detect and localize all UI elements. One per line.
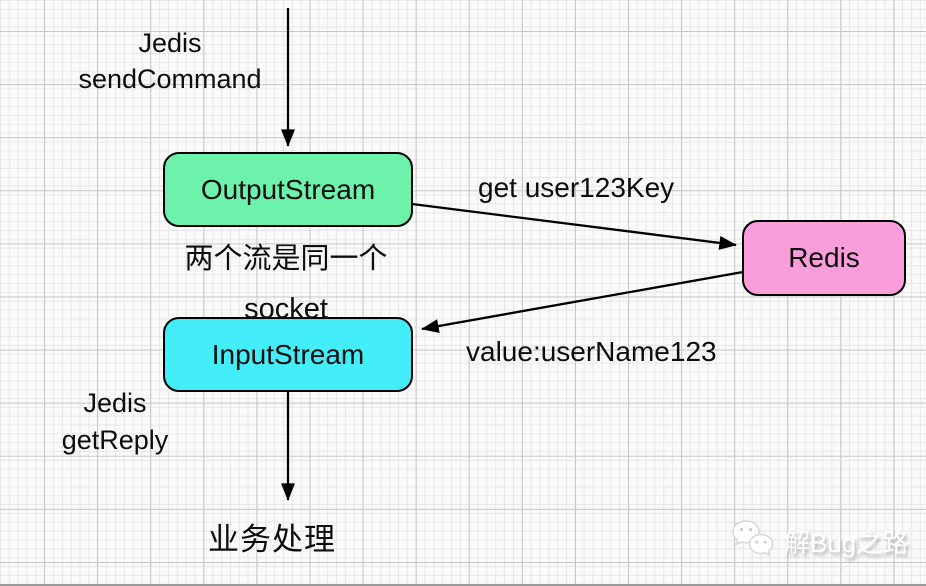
node-redis-label: Redis (788, 242, 860, 273)
label-jedis-getreply: Jedis getReply (15, 385, 215, 459)
label-jedis-getreply-line2: getReply (61, 425, 169, 455)
label-socket-note-line2: socket (244, 293, 328, 325)
label-value-response: value:userName123 (466, 336, 717, 367)
node-redis: Redis (742, 220, 906, 296)
node-outputstream-label: OutputStream (200, 173, 376, 205)
arrow-redis-to-inputstream (421, 270, 744, 333)
label-socket-note-line1: 两个流是同一个 (184, 243, 388, 275)
label-jedis-sendcommand: Jedis sendCommand (40, 25, 300, 97)
label-jedis-getreply-line1: Jedis (83, 388, 147, 418)
label-jedis-sendcommand-line1: Jedis (138, 28, 202, 58)
label-business-processing: 业务处理 (208, 522, 336, 557)
label-get-request: get user123Key (478, 172, 675, 203)
wechat-icon (732, 520, 774, 557)
watermark-text: 解Bug之路 (784, 527, 909, 558)
node-inputstream: InputStream (163, 317, 413, 392)
node-outputstream: OutputStream (163, 152, 413, 227)
label-jedis-sendcommand-line2: sendCommand (78, 64, 262, 94)
node-inputstream-label: InputStream (211, 338, 365, 370)
arrow-outputstream-to-redis (411, 202, 737, 250)
label-socket-note: 两个流是同一个 socket (150, 234, 422, 334)
watermark: 解Bug之路 (730, 517, 908, 565)
